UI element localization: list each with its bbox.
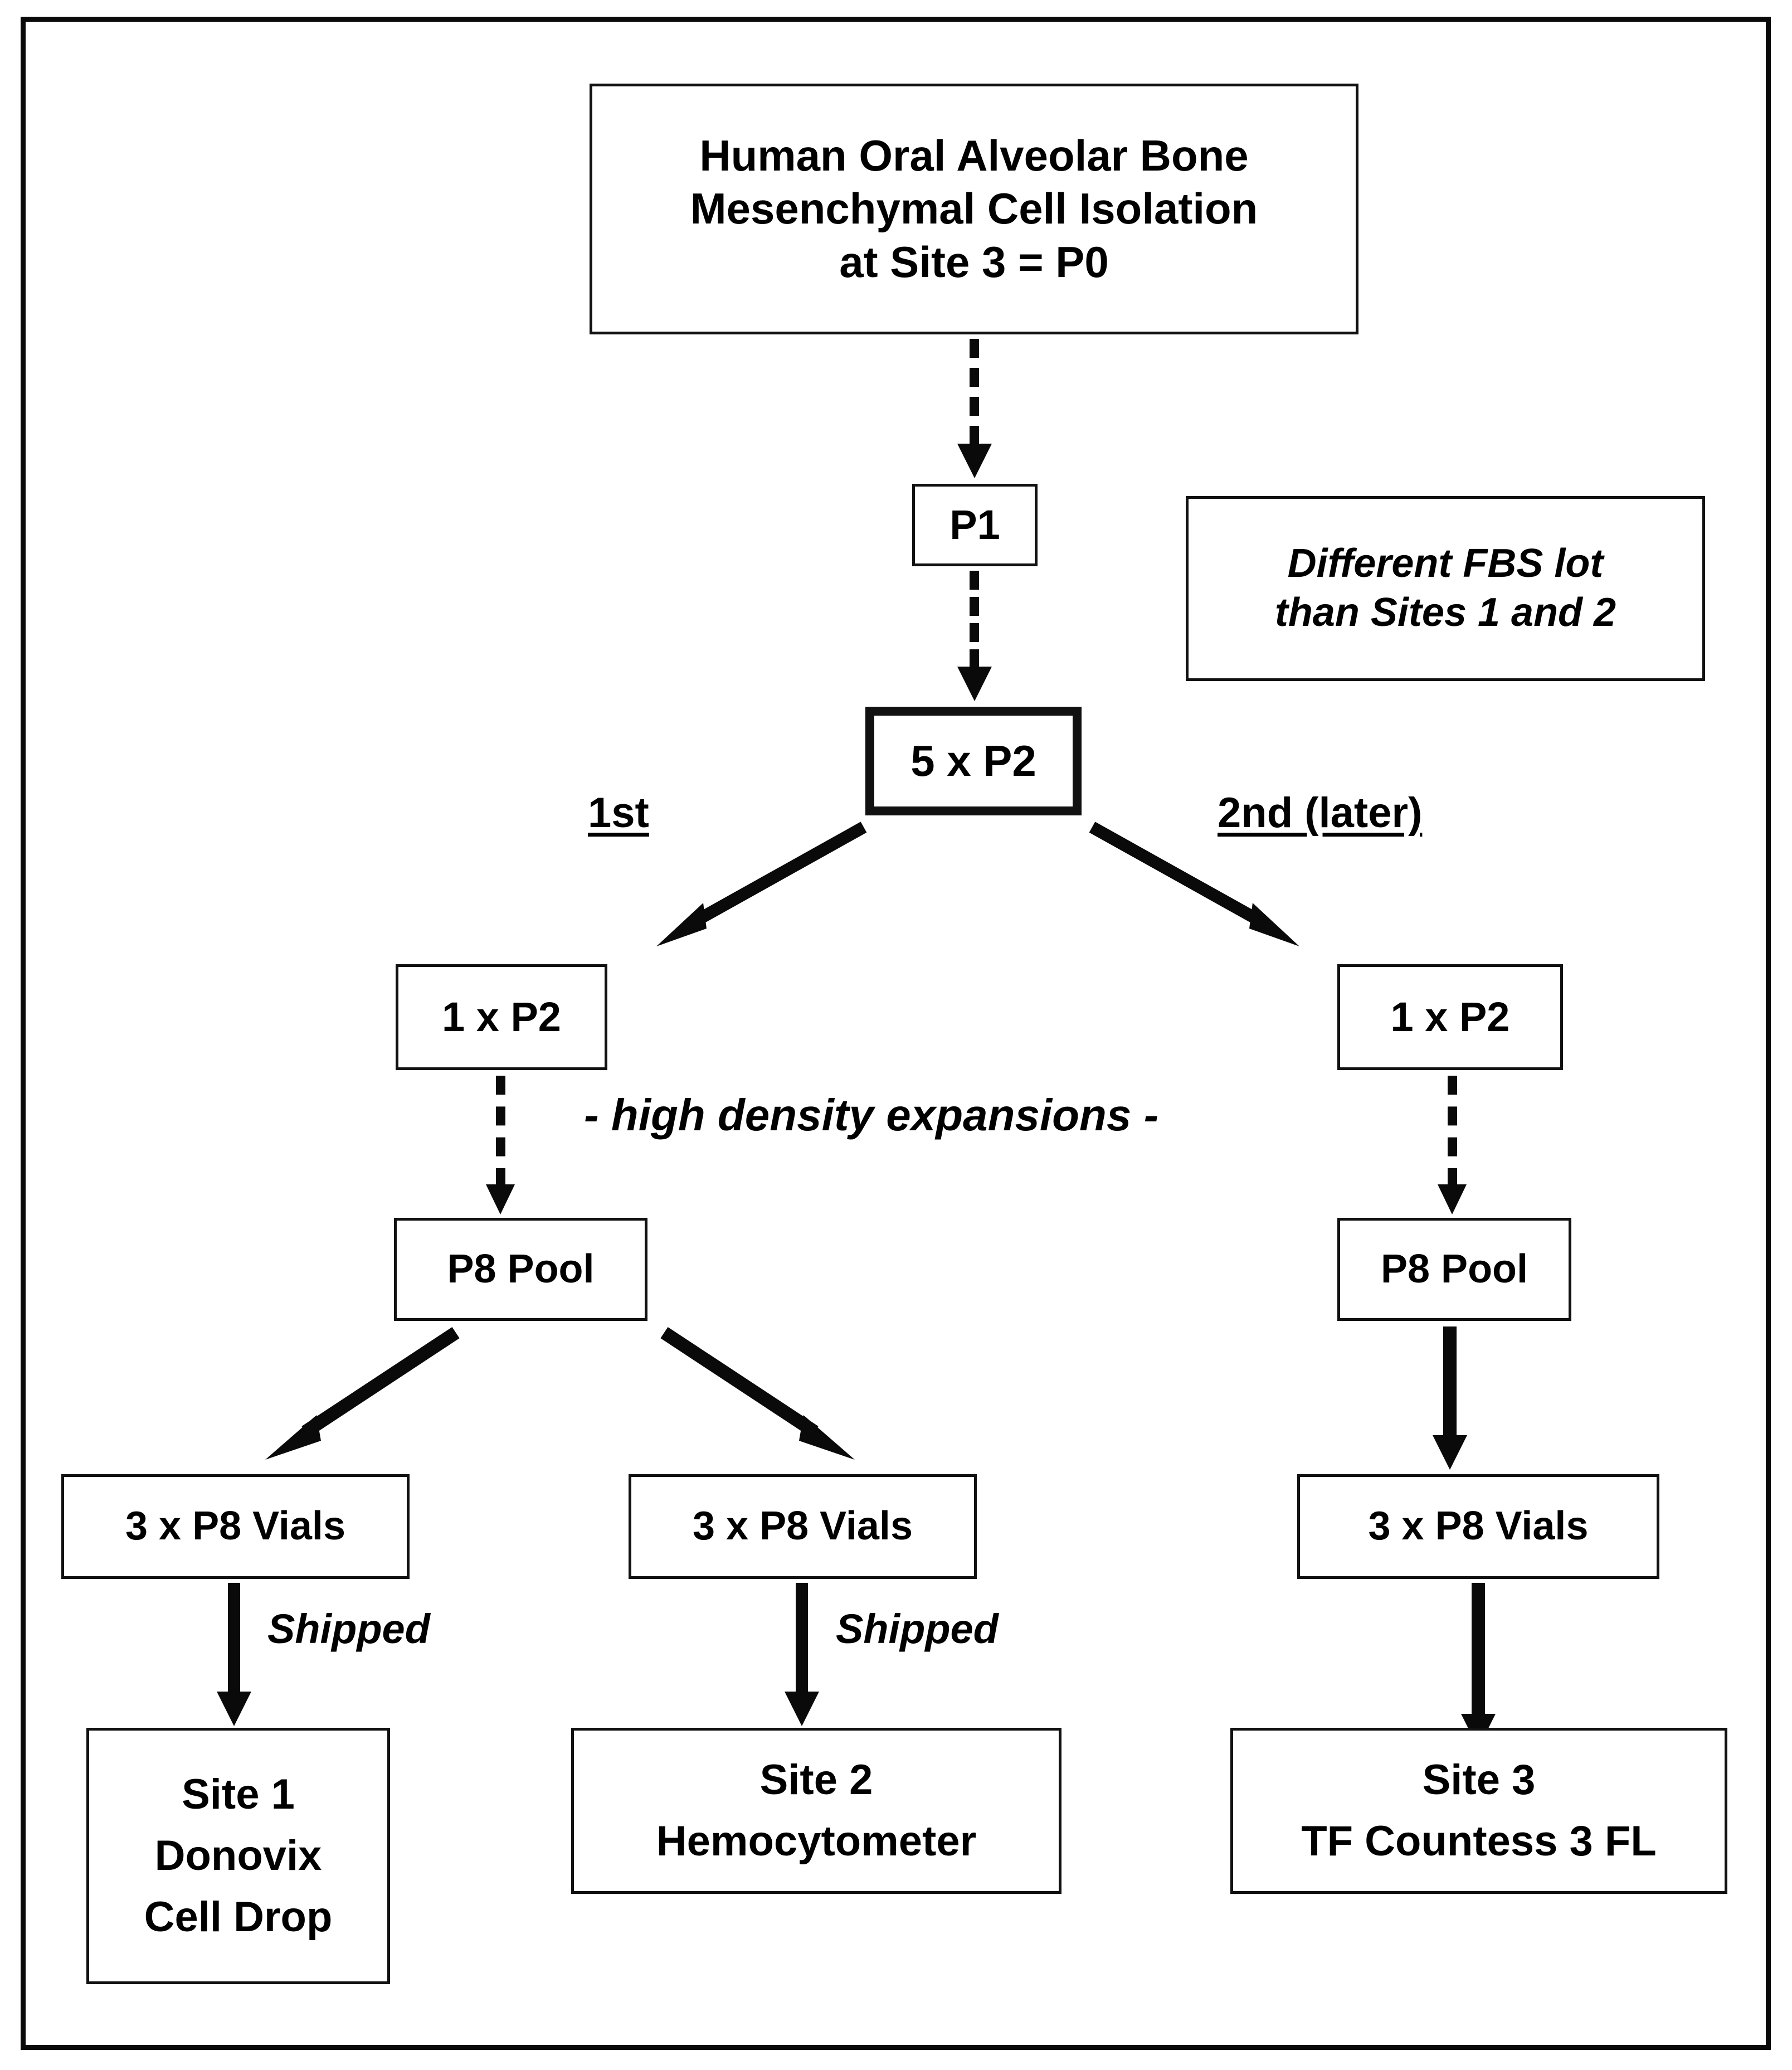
site2-line-2: Hemocytometer (656, 1818, 977, 1865)
p2-master-box: 5 x P2 (865, 707, 1082, 815)
branch-label-first: 1st (588, 789, 649, 837)
site2-box: Site 2 Hemocytometer (571, 1728, 1061, 1894)
right-pool-box: P8 Pool (1337, 1218, 1571, 1321)
p1-label: P1 (949, 501, 1000, 548)
site1-box: Site 1 Donovix Cell Drop (86, 1728, 390, 1984)
arrow-p2master-to-right-p2 (1089, 822, 1299, 946)
shipped-label-left: Shipped (267, 1606, 430, 1652)
arrow-left-pool-to-vials-middle (660, 1326, 855, 1460)
p1-box: P1 (912, 484, 1038, 566)
site3-line-1: Site 3 (1422, 1756, 1536, 1804)
isolation-line-3: at Site 3 = P0 (839, 237, 1109, 286)
arrow-vials-left-to-site1-head (217, 1692, 251, 1726)
arrow-left-pool-to-vials-left (265, 1326, 460, 1460)
site2-line-1: Site 2 (759, 1756, 873, 1804)
expansion-note: - high density expansions - (584, 1090, 1159, 1140)
fbs-note-line-2: than Sites 1 and 2 (1274, 590, 1616, 635)
shipped-label-middle: Shipped (836, 1606, 999, 1652)
arrow-vials-middle-to-site2-head (785, 1692, 819, 1726)
vials-box-right: 3 x P8 Vials (1297, 1474, 1659, 1579)
arrow-title-to-p1-shaft (970, 339, 979, 445)
right-pool-label: P8 Pool (1380, 1246, 1528, 1291)
site1-line-3: Cell Drop (144, 1893, 333, 1941)
branch-label-second: 2nd (later) (1218, 789, 1423, 837)
vials-box-middle: 3 x P8 Vials (629, 1474, 977, 1579)
arrow-title-to-p1-head (957, 444, 992, 478)
arrow-left-p2-to-pool-head (486, 1184, 515, 1214)
arrow-vials-right-to-site3-shaft (1472, 1583, 1485, 1717)
arrow-vials-left-to-site1-shaft (228, 1583, 240, 1694)
site3-line-2: TF Countess 3 FL (1301, 1818, 1657, 1865)
vials-right-label: 3 x P8 Vials (1368, 1504, 1589, 1549)
arrow-p2master-to-left-p2 (656, 822, 867, 946)
left-p2-box: 1 x P2 (396, 964, 607, 1070)
left-pool-box: P8 Pool (394, 1218, 647, 1321)
right-p2-box: 1 x P2 (1337, 964, 1563, 1070)
site1-line-2: Donovix (154, 1831, 322, 1879)
left-p2-label: 1 x P2 (442, 993, 561, 1040)
isolation-line-1: Human Oral Alveolar Bone (699, 131, 1249, 181)
p2-master-label: 5 x P2 (910, 736, 1036, 785)
fbs-note-line-1: Different FBS lot (1287, 541, 1604, 586)
left-pool-label: P8 Pool (447, 1246, 595, 1291)
arrow-right-p2-to-pool-shaft (1448, 1076, 1457, 1187)
isolation-title-box: Human Oral Alveolar Bone Mesenchymal Cel… (590, 84, 1358, 334)
vials-middle-label: 3 x P8 Vials (693, 1504, 913, 1549)
arrow-vials-middle-to-site2-shaft (796, 1583, 808, 1694)
arrow-right-p2-to-pool-head (1438, 1184, 1467, 1214)
vials-left-label: 3 x P8 Vials (125, 1504, 345, 1549)
right-p2-label: 1 x P2 (1390, 993, 1510, 1040)
site3-box: Site 3 TF Countess 3 FL (1230, 1728, 1727, 1894)
isolation-line-2: Mesenchymal Cell Isolation (690, 184, 1258, 234)
vials-box-left: 3 x P8 Vials (61, 1474, 410, 1579)
arrow-right-pool-to-vials-shaft (1443, 1326, 1457, 1438)
arrow-p1-to-p2master-shaft (970, 571, 979, 668)
fbs-note-box: Different FBS lot than Sites 1 and 2 (1186, 496, 1705, 681)
site1-line-1: Site 1 (182, 1770, 295, 1818)
arrow-left-p2-to-pool-shaft (496, 1076, 505, 1187)
arrow-p1-to-p2master-head (957, 667, 992, 701)
arrow-right-pool-to-vials-head (1433, 1435, 1467, 1470)
